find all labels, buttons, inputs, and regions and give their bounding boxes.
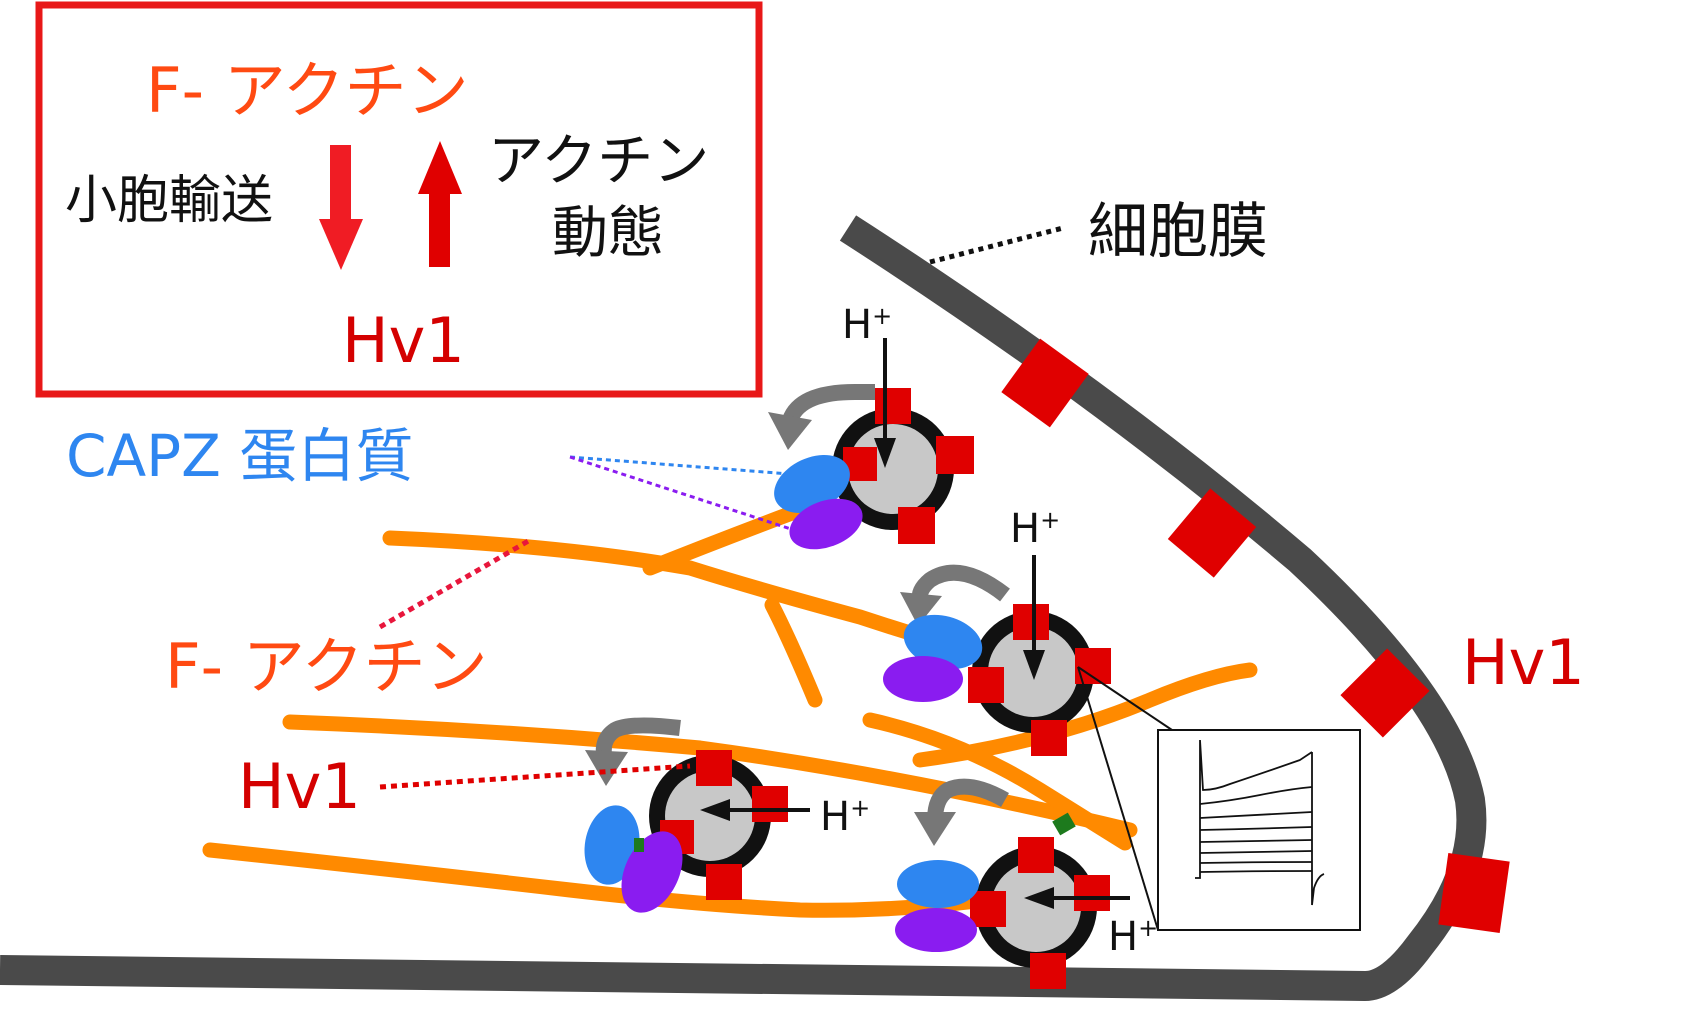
membrane-label: 細胞膜 [1088,197,1268,267]
hv1-left-label: Hv1 [238,750,361,823]
proton-label-1: H+ [842,302,892,348]
capz-pointer-blue [569,455,791,476]
capz-purple-2 [883,656,963,702]
inset-pointer-bottom [1077,666,1159,931]
capz-blue-1 [774,454,850,514]
curved-arrow-1 [782,384,875,424]
capz-purple-1 [789,498,863,550]
current-traces [1195,739,1325,906]
legend-actin-label-line1: アクチン [488,129,709,194]
proton-label-2: H+ [1010,506,1060,552]
curved-arrow-1-head [768,412,812,450]
legend-dynamics-label-line2: 動態 [552,201,664,266]
vesicle-4 [970,837,1110,989]
legend-hv1-label: Hv1 [342,304,465,377]
proton-label-3: H+ [820,794,870,840]
legend-box [35,1,763,398]
current-trace-inset [1157,729,1361,931]
up-arrow [418,141,462,267]
curved-arrow-4 [927,778,1009,821]
curved-arrow-3 [595,717,681,762]
curved-arrow-3-head [585,750,628,786]
membrane-pointer-line [929,225,1064,265]
membrane-hv1-channels [1001,338,1510,933]
curved-arrow-2-head [900,592,942,626]
capz-purple-4 [895,908,977,952]
green-marker-3 [634,838,644,852]
vesicle-1 [832,388,974,544]
f-actin-label: F- アクチン [165,630,488,703]
capz-pointer-purple [569,455,801,534]
inset-pointer-top [1077,666,1173,731]
hv1-pointer-left [379,763,691,790]
hv1-right-label: Hv1 [1462,626,1585,699]
vesicle-2 [968,604,1111,756]
proton-arrow-4-head [1024,887,1054,909]
proton-arrow-2-head [1023,650,1045,680]
capz-blue-4 [897,860,979,908]
proton-arrow-1-head [874,438,896,468]
green-marker-4 [1052,812,1076,836]
capz-label: CAPZ 蛋白質 [66,422,413,490]
down-arrow [319,145,363,270]
capz-blue-2 [903,614,983,670]
proton-label-4: H+ [1108,914,1158,960]
curved-arrow-4-head [914,812,956,846]
f-actin-pointer [378,537,532,630]
proton-arrow-3-head [700,799,730,821]
legend-title: F- アクチン [146,54,469,127]
curved-arrow-2 [911,564,1010,602]
legend-vesicle-transport-label: 小胞輸送 [65,171,273,231]
